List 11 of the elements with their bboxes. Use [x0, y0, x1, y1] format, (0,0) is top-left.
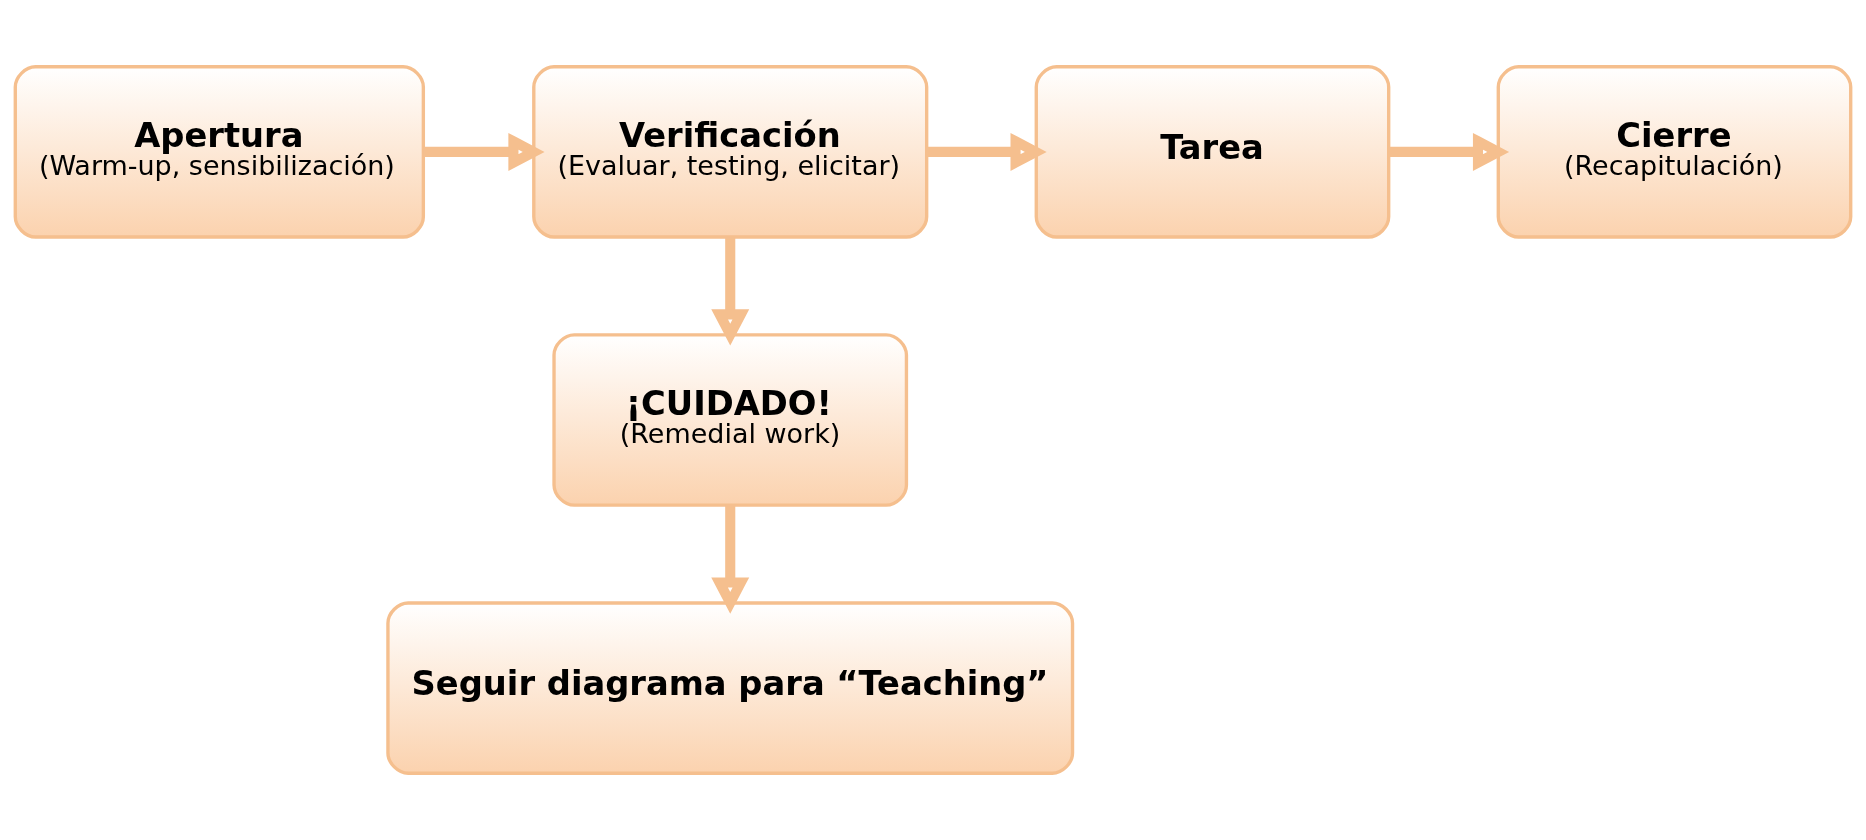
node-box: ¡CUIDADO! (Remedial work) [552, 333, 909, 507]
node-box: Seguir diagrama para “Teaching” [386, 601, 1075, 775]
arrow [423, 132, 545, 171]
arrow [927, 132, 1047, 171]
arrow [1388, 132, 1510, 171]
arrow [711, 505, 750, 614]
node-box: Verificación (Evaluar, testing, elicitar) [532, 65, 929, 239]
arrow [711, 237, 750, 346]
node-box: Tarea [1034, 65, 1391, 239]
node-box: Apertura (Warm-up, sensibilización) [13, 65, 426, 239]
node-box: Cierre (Recapitulación) [1496, 65, 1853, 239]
